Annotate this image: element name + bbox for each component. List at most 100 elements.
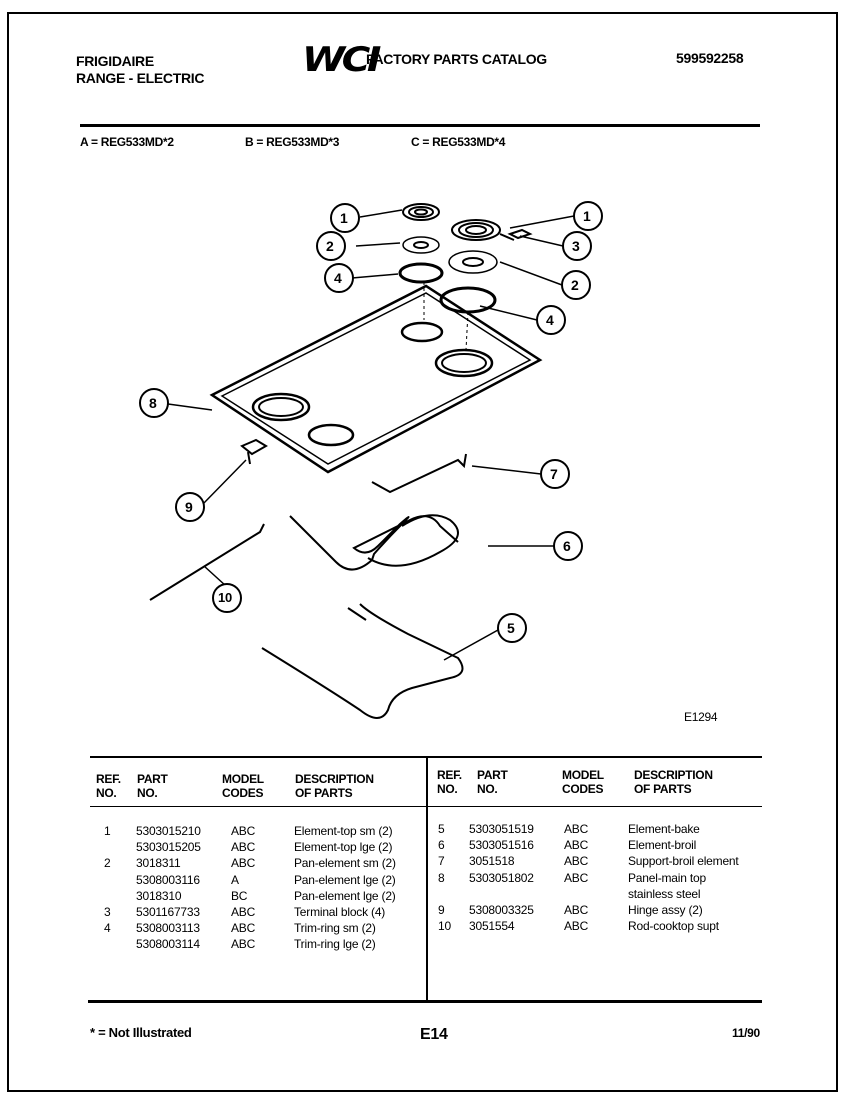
parts-row-part: 5303051519 [469, 822, 534, 836]
callout-6: 6 [563, 538, 571, 554]
callout-1b: 1 [583, 208, 591, 224]
hinge-illustration [240, 438, 268, 465]
parts-row-desc: Element-bake [628, 822, 700, 836]
callout-4a: 4 [334, 270, 342, 286]
exploded-parts-diagram [149, 203, 543, 719]
parts-row-codes: ABC [231, 937, 256, 952]
brand-name: FRIGIDAIRE [76, 53, 154, 69]
callout-10: 10 [218, 590, 233, 605]
parts-row-desc: Element-broil [628, 838, 697, 853]
parts-row-codes: ABC [564, 919, 589, 934]
header-rule [80, 124, 760, 127]
page-border [7, 12, 838, 1092]
callout-2b: 2 [571, 277, 579, 293]
callout-5: 5 [507, 620, 515, 636]
catalog-title: FACTORY PARTS CATALOG [366, 51, 547, 67]
parts-row-ref: 9 [438, 903, 445, 917]
parts-row-ref: 3 [104, 905, 111, 919]
header-desc-left: DESCRIPTION OF PARTS [295, 772, 374, 800]
wci-logo: WCI [302, 40, 381, 80]
callout-layer [139, 201, 603, 661]
parts-row-desc: Trim-ring lge (2) [294, 937, 376, 952]
terminal-block-illustration [507, 228, 533, 240]
main-top-panel-illustration [209, 284, 543, 474]
support-broil-illustration [371, 453, 467, 494]
parts-row-codes: ABC [564, 854, 589, 869]
parts-row-codes: ABC [231, 921, 256, 936]
trim-ring-small-illustration [398, 262, 444, 284]
parts-row-desc: Element-top lge (2) [294, 840, 393, 855]
parts-row-codes: ABC [231, 840, 256, 855]
pan-element-small-illustration [402, 236, 440, 254]
parts-row-part: 5301167733 [136, 905, 200, 919]
parts-row-ref: 5 [438, 822, 445, 836]
parts-row-part: 5303051516 [469, 838, 534, 853]
header-desc-right: DESCRIPTION OF PARTS [634, 768, 713, 796]
parts-row-ref: 8 [438, 870, 445, 885]
callout-9: 9 [185, 499, 193, 515]
parts-row-ref: 1 [104, 824, 111, 838]
diagram-code: E1294 [684, 710, 718, 724]
parts-row-ref: 4 [104, 921, 111, 936]
parts-row-part: 5308003114 [136, 937, 200, 952]
page-number: E14 [420, 1026, 448, 1043]
parts-row-part: 5308003113 [136, 921, 200, 936]
brand-block: FRIGIDAIRE RANGE - ELECTRIC [76, 53, 205, 87]
parts-row-codes: ABC [231, 824, 256, 838]
parts-row-part: 3018310 [136, 888, 182, 903]
callout-4b: 4 [546, 312, 554, 328]
product-type: RANGE - ELECTRIC [76, 70, 205, 86]
callout-2a: 2 [326, 238, 334, 254]
parts-row-desc: stainless steel [628, 886, 701, 901]
parts-row-desc: Rod-cooktop supt [628, 919, 719, 934]
parts-row-codes: A [231, 872, 239, 887]
parts-row-desc: Terminal block (4) [294, 905, 386, 919]
header-ref-right: REF. NO. [437, 768, 462, 796]
parts-row-desc: Element-top sm (2) [294, 824, 393, 838]
pan-element-large-illustration [448, 250, 498, 274]
parts-row-desc: Pan-element lge (2) [294, 888, 396, 903]
parts-row-desc: Pan-element lge (2) [294, 872, 396, 887]
parts-row-ref: 7 [438, 854, 445, 869]
table-header-rule [90, 806, 762, 807]
parts-row-ref: 6 [438, 838, 445, 853]
parts-row-codes: ABC [564, 822, 589, 836]
parts-row-part: 5303051802 [469, 870, 534, 885]
table-column-divider [426, 756, 428, 1001]
parts-row-codes: ABC [564, 870, 589, 885]
model-a: A = REG533MD*2 [80, 135, 174, 149]
model-c: C = REG533MD*4 [411, 135, 506, 149]
element-top-small-illustration [402, 203, 440, 221]
parts-row-codes: BC [231, 888, 248, 903]
parts-row-desc: Trim-ring sm (2) [294, 921, 376, 936]
parts-row-ref: 2 [104, 856, 111, 871]
header-ref-left: REF. NO. [96, 772, 121, 800]
parts-row-codes: ABC [231, 856, 256, 871]
broil-element-illustration [289, 515, 459, 571]
bake-element-illustration [261, 603, 464, 719]
table-bottom-rule [88, 1000, 762, 1003]
header-part-right: PART NO. [477, 768, 508, 796]
parts-row-part: 5303015210 [136, 824, 201, 838]
parts-row-codes: ABC [564, 838, 589, 853]
element-top-large-illustration [451, 219, 515, 241]
not-illustrated-note: * = Not Illustrated [90, 1025, 192, 1040]
parts-row-part: 5303015205 [136, 840, 201, 855]
callout-3: 3 [572, 238, 580, 254]
callout-1a: 1 [340, 210, 348, 226]
parts-row-part: 3051554 [469, 919, 515, 934]
parts-row-ref: 10 [438, 919, 451, 934]
header-part-left: PART NO. [137, 772, 168, 800]
parts-row-desc: Hinge assy (2) [628, 903, 703, 917]
parts-row-desc: Panel-main top [628, 870, 706, 885]
callout-8: 8 [149, 395, 157, 411]
document-number: 599592258 [676, 50, 744, 66]
parts-row-part: 3051518 [469, 854, 515, 869]
header-model-right: MODEL CODES [562, 768, 604, 796]
parts-row-codes: ABC [231, 905, 256, 919]
model-b: B = REG533MD*3 [245, 135, 340, 149]
revision-date: 11/90 [732, 1026, 760, 1040]
header-model-left: MODEL CODES [222, 772, 264, 800]
parts-row-desc: Support-broil element [628, 854, 739, 869]
parts-row-codes: ABC [564, 903, 589, 917]
